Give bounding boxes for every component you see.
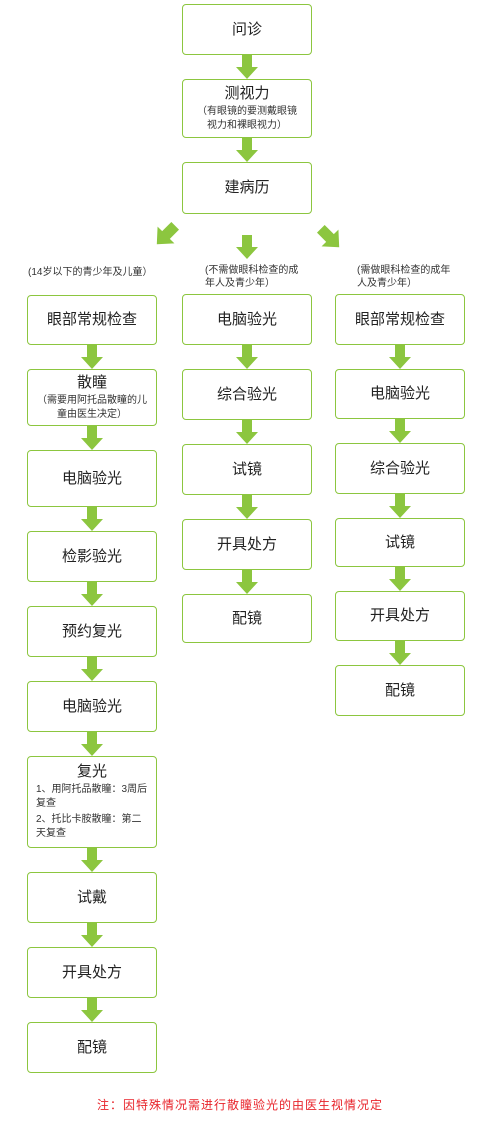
step-label: 测视力 xyxy=(224,84,270,102)
footnote: 注：因特殊情况需进行散瞳验光的由医生视情况定 xyxy=(96,1098,383,1112)
step-label: 试镜 xyxy=(384,533,415,551)
right-yanbu: 眼部常规检查 xyxy=(335,294,465,345)
mid-shijing: 试镜 xyxy=(182,444,312,495)
step-label: 散瞳 xyxy=(76,373,107,391)
step-note: （需要用阿托品散瞳的儿童由医生决定） xyxy=(37,394,147,420)
step-label: 综合验光 xyxy=(369,459,430,477)
step-label: 开具处方 xyxy=(216,535,277,553)
arrow-down-left-icon xyxy=(156,222,179,245)
branch-label-right: (需做眼科检查的成年人及青少年） xyxy=(357,265,451,289)
step-label: 眼部常规检查 xyxy=(354,310,445,328)
step-label: 试镜 xyxy=(231,460,262,478)
arrow-down-icon xyxy=(81,507,103,531)
step-label: 问诊 xyxy=(231,20,262,38)
arrow-down-icon xyxy=(236,235,258,259)
step-label: 电脑验光 xyxy=(61,697,122,715)
step-label: 复光 xyxy=(76,763,107,780)
left-fuguang: 复光 1、用阿托品散瞳：3周后复查 2、托比卡胺散瞳：第二天复查 xyxy=(27,756,157,848)
step-wenzhen: 问诊 xyxy=(182,4,312,55)
right-kaiju: 开具处方 xyxy=(335,591,465,641)
right-peijing: 配镜 xyxy=(335,665,465,716)
left-diannao: 电脑验光 xyxy=(27,450,157,507)
step-note: （有眼镜的要测戴眼镜视力和裸眼视力） xyxy=(197,105,297,131)
left-diannao2: 电脑验光 xyxy=(27,681,157,732)
arrow-down-icon xyxy=(81,345,103,369)
step-label: 建病历 xyxy=(224,179,270,196)
mid-diannao: 电脑验光 xyxy=(182,294,312,345)
left-kaiju: 开具处方 xyxy=(27,947,157,998)
arrow-down-icon xyxy=(389,567,411,591)
step-jianbingli: 建病历 xyxy=(182,162,312,214)
step-label: 开具处方 xyxy=(369,607,430,624)
branch-label-mid: (不需做眼科检查的成年人及青少年） xyxy=(205,265,299,289)
step-label: 综合验光 xyxy=(216,385,277,403)
arrow-down-icon xyxy=(81,998,103,1022)
arrow-down-icon xyxy=(81,848,103,872)
arrow-down-icon xyxy=(389,419,411,443)
left-yanbu: 眼部常规检查 xyxy=(27,295,157,345)
step-label: 检影验光 xyxy=(61,547,122,565)
mid-peijing: 配镜 xyxy=(182,594,312,643)
step-label: 电脑验光 xyxy=(369,385,430,402)
arrow-down-icon xyxy=(236,495,258,519)
left-santong: 散瞳 （需要用阿托品散瞳的儿童由医生决定） xyxy=(27,369,157,426)
arrow-down-icon xyxy=(81,923,103,947)
branch-label-left: (14岁以下的青少年及儿童） xyxy=(28,267,153,278)
arrow-down-icon xyxy=(236,345,258,369)
step-note: 2、托比卡胺散瞳：第二天复查 xyxy=(36,814,142,839)
mid-kaiju: 开具处方 xyxy=(182,519,312,570)
step-label: 预约复光 xyxy=(61,622,122,640)
step-label: 眼部常规检查 xyxy=(46,311,137,328)
step-cesili: 测视力 （有眼镜的要测戴眼镜视力和裸眼视力） xyxy=(182,79,312,138)
arrow-down-icon xyxy=(236,55,258,79)
arrow-down-right-icon xyxy=(317,225,340,248)
mid-zonghe: 综合验光 xyxy=(182,369,312,420)
left-yuyue: 预约复光 xyxy=(27,606,157,657)
step-label: 配镜 xyxy=(384,681,415,699)
right-zonghe: 综合验光 xyxy=(335,443,465,494)
step-label: 开具处方 xyxy=(61,963,122,981)
arrow-down-icon xyxy=(81,426,103,450)
left-shidai: 试戴 xyxy=(27,872,157,923)
step-note: 1、用阿托品散瞳：3周后复查 xyxy=(36,784,148,809)
step-label: 配镜 xyxy=(76,1038,107,1056)
step-label: 电脑验光 xyxy=(61,469,122,487)
arrow-down-icon xyxy=(236,420,258,444)
arrow-down-icon xyxy=(81,732,103,756)
arrow-down-icon xyxy=(389,641,411,665)
right-diannao: 电脑验光 xyxy=(335,369,465,419)
arrow-down-icon xyxy=(236,138,258,162)
left-jianying: 检影验光 xyxy=(27,531,157,582)
step-label: 电脑验光 xyxy=(216,310,277,328)
right-shijing: 试镜 xyxy=(335,518,465,567)
arrow-down-icon xyxy=(389,494,411,518)
arrow-down-icon xyxy=(81,657,103,681)
step-label: 配镜 xyxy=(231,609,262,627)
step-label: 试戴 xyxy=(76,888,107,906)
arrow-down-icon xyxy=(81,582,103,606)
arrow-down-icon xyxy=(389,345,411,369)
left-peijing: 配镜 xyxy=(27,1022,157,1073)
arrow-down-icon xyxy=(236,570,258,594)
